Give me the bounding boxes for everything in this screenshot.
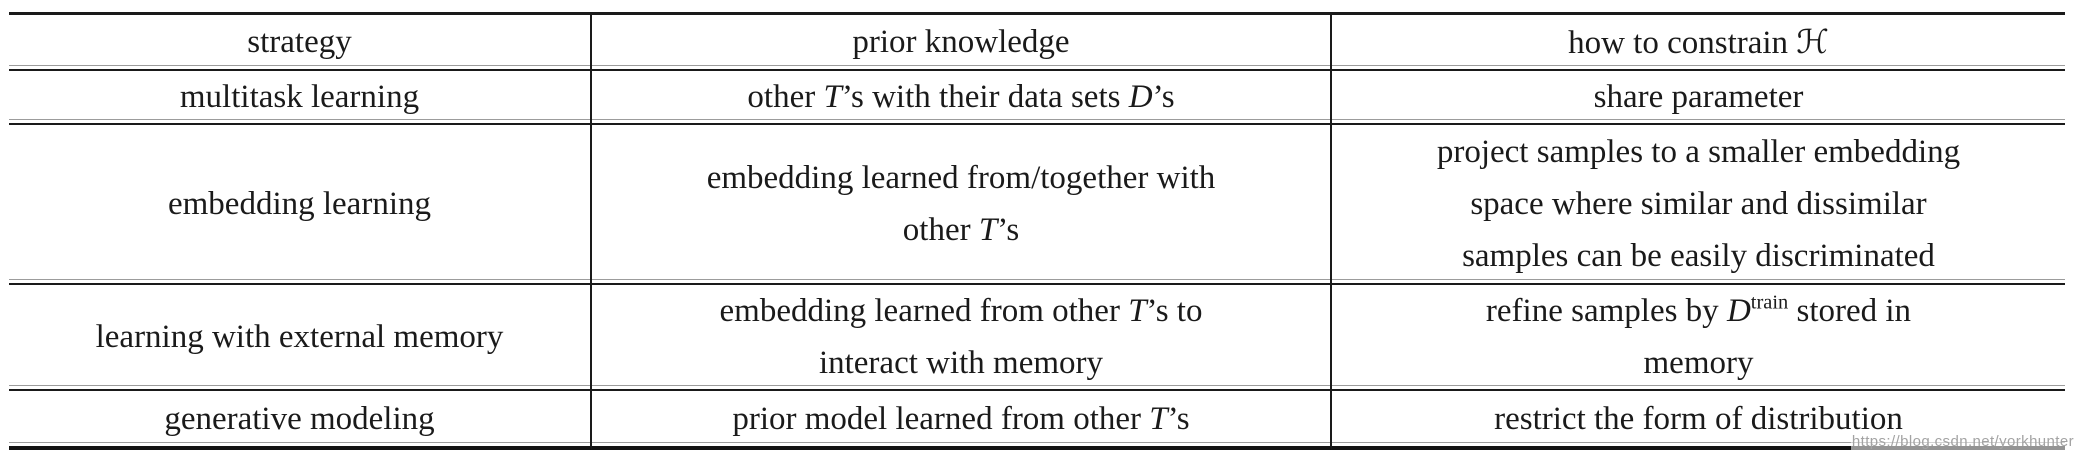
cell-text: ’s to (1146, 293, 1203, 329)
math-var-T: T (978, 212, 998, 248)
cell-text: restrict the form of distribution (1494, 400, 1903, 437)
cell-text: prior model learned from other (732, 400, 1150, 437)
cell-text: ’s (997, 212, 1020, 248)
header-row: strategy prior knowledge how to constrai… (9, 12, 2065, 69)
watermark-url: https://blog.csdn.net/yorkhunter (1850, 433, 2075, 450)
cell-text: learning with external memory (95, 319, 504, 355)
cell-prior-knowledge: embedding learned from other T’s to inter… (592, 283, 1332, 389)
table-row-generative-modeling: generative modeling prior model learned … (9, 389, 2065, 450)
table-row-multitask-learning: multitask learning other T’s with their … (9, 69, 2065, 123)
column-header-strategy: strategy (9, 12, 592, 69)
cell-text: share parameter (1593, 79, 1804, 115)
header-text: how to constrain (1568, 24, 1797, 61)
cell-text: space where similar and dissimilar (1470, 186, 1927, 222)
cell-text: ’s (1152, 79, 1175, 115)
cell-text: embedding learned from other (719, 293, 1129, 329)
math-var-T: T (823, 79, 842, 115)
cell-constrain: refine samples by Dtrain stored in memory (1332, 283, 2065, 389)
header-text: strategy (247, 24, 352, 60)
cell-constrain: share parameter (1332, 69, 2065, 123)
cell-constrain: project samples to a smaller embedding sp… (1332, 123, 2065, 283)
cell-strategy: multitask learning (9, 69, 592, 123)
cell-text: generative modeling (164, 400, 435, 437)
cell-constrain: restrict the form of distribution (1332, 389, 2065, 450)
strategies-table: strategy prior knowledge how to constrai… (9, 12, 2065, 450)
cell-text: stored in (1788, 293, 1912, 329)
cell-prior-knowledge: other T’s with their data sets D’s (592, 69, 1332, 123)
cell-text: interact with memory (818, 345, 1104, 381)
column-header-prior-knowledge: prior knowledge (592, 12, 1332, 69)
cell-strategy: generative modeling (9, 389, 592, 450)
cell-prior-knowledge: embedding learned from/together with othe… (592, 123, 1332, 283)
cell-text: memory (1643, 345, 1754, 381)
cell-text: embedding learning (167, 186, 431, 222)
cell-text: ’s with their data sets (841, 79, 1129, 115)
cell-text: refine samples by (1485, 293, 1727, 329)
cell-text: other (902, 212, 979, 248)
cell-text: samples can be easily discriminated (1462, 238, 1935, 274)
cell-prior-knowledge: prior model learned from other T’s (592, 389, 1332, 450)
math-var-D: D (1726, 293, 1751, 329)
cell-text: other (747, 79, 824, 115)
cell-strategy: embedding learning (9, 123, 592, 283)
script-h-symbol: ℋ (1796, 21, 1829, 61)
cell-text: ’s (1167, 400, 1190, 437)
math-var-T: T (1149, 400, 1168, 437)
cell-text: embedding learned from/together with (706, 160, 1216, 196)
cell-text: project samples to a smaller embedding (1436, 134, 1961, 170)
header-text: prior knowledge (852, 24, 1070, 60)
math-var-T: T (1128, 293, 1147, 329)
table-row-learning-with-external-memory: learning with external memory embedding … (9, 283, 2065, 389)
cell-text: multitask learning (179, 79, 420, 115)
math-var-D: D (1128, 79, 1153, 115)
column-header-constrain: how to constrain ℋ (1332, 12, 2065, 69)
superscript-train: train (1750, 291, 1789, 314)
table-row-embedding-learning: embedding learning embedding learned fro… (9, 123, 2065, 283)
cell-strategy: learning with external memory (9, 283, 592, 389)
